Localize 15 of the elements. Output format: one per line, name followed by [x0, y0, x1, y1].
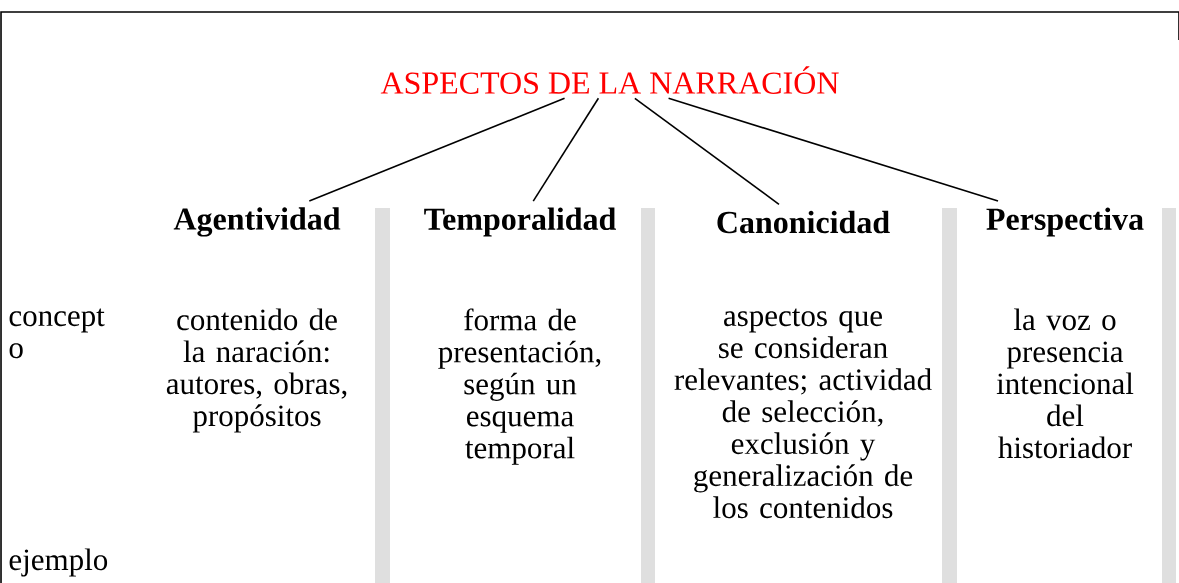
cell-text: la voz o presencia intencional del historiador — [996, 308, 1134, 459]
connector-line — [667, 97, 999, 202]
cell-text: aspectos que se consideran relevantes; actividad de selección, exclusión y generalización de los contenidos — [674, 308, 932, 519]
title-text: ASPECTOS DE LA NARRACIÓN — [380, 66, 839, 94]
row-label: ejemplo — [9, 548, 108, 577]
column-header: Temporalidad — [424, 207, 616, 237]
row-label: concept o — [9, 308, 105, 359]
cell-text: forma de presentación, según un esquema temporal — [438, 308, 601, 465]
connector-line — [634, 97, 780, 206]
column-header: Canonicidad — [717, 210, 890, 234]
column-header: Agentividad — [173, 207, 341, 237]
connector-line — [532, 97, 600, 202]
column-header: Perspectiva — [986, 207, 1144, 237]
cell-text: contenido de la naración: autores, obras, propósitos — [166, 308, 347, 433]
connector-line — [308, 97, 566, 202]
